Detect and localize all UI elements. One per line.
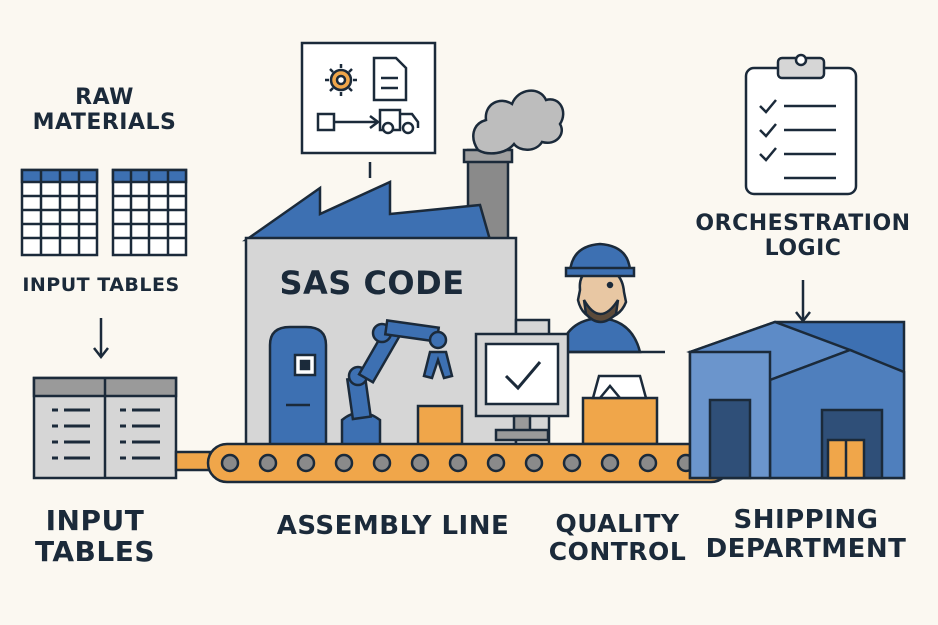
warehouse-building: [686, 320, 906, 480]
qc-monitor: [474, 332, 570, 442]
raw-materials-line1: RAW: [75, 85, 134, 110]
raw-table-icon-left: [20, 168, 99, 257]
checklist-clipboard-icon: [744, 53, 858, 196]
input-tables-line2: TABLES: [34, 535, 156, 569]
down-arrow-icon-orchestration: [795, 280, 811, 324]
quality-control-label: QUALITY CONTROL: [540, 510, 695, 566]
shipping-department-label: SHIPPING DEPARTMENT: [700, 505, 912, 565]
product-box-2: [581, 374, 659, 446]
orchestration-logic-line1: ORCHESTRATION: [695, 211, 911, 236]
orchestration-logic-line2: LOGIC: [764, 235, 842, 261]
feed-pipe: [174, 450, 212, 472]
product-box-1: [416, 404, 464, 446]
worker-figure: [558, 242, 642, 354]
orchestration-logic-label: ORCHESTRATION LOGIC: [680, 211, 926, 261]
raw-materials-label: RAW MATERIALS: [22, 85, 187, 135]
smoke-cloud: [472, 89, 565, 155]
conveyor-belt: [206, 442, 732, 484]
assembly-line-label: ASSEMBLY LINE: [276, 511, 510, 541]
quality-control-line2: CONTROL: [548, 537, 687, 566]
input-tables-icon: [32, 376, 178, 480]
process-diagram-board: [300, 41, 437, 178]
raw-table-icon-right: [111, 168, 188, 257]
raw-materials-line2: MATERIALS: [32, 109, 177, 135]
input-tables-bottom-label: INPUT TABLES: [20, 505, 170, 568]
down-arrow-icon-input: [93, 318, 109, 360]
shipping-department-line2: DEPARTMENT: [705, 534, 907, 565]
robot-arm: [340, 319, 454, 447]
input-tables-top-label: INPUT TABLES: [22, 274, 180, 296]
input-tables-line1: INPUT: [45, 504, 145, 537]
shipping-department-line1: SHIPPING: [733, 505, 879, 535]
quality-control-line1: QUALITY: [555, 509, 680, 538]
sas-code-label: SAS CODE: [279, 264, 465, 302]
